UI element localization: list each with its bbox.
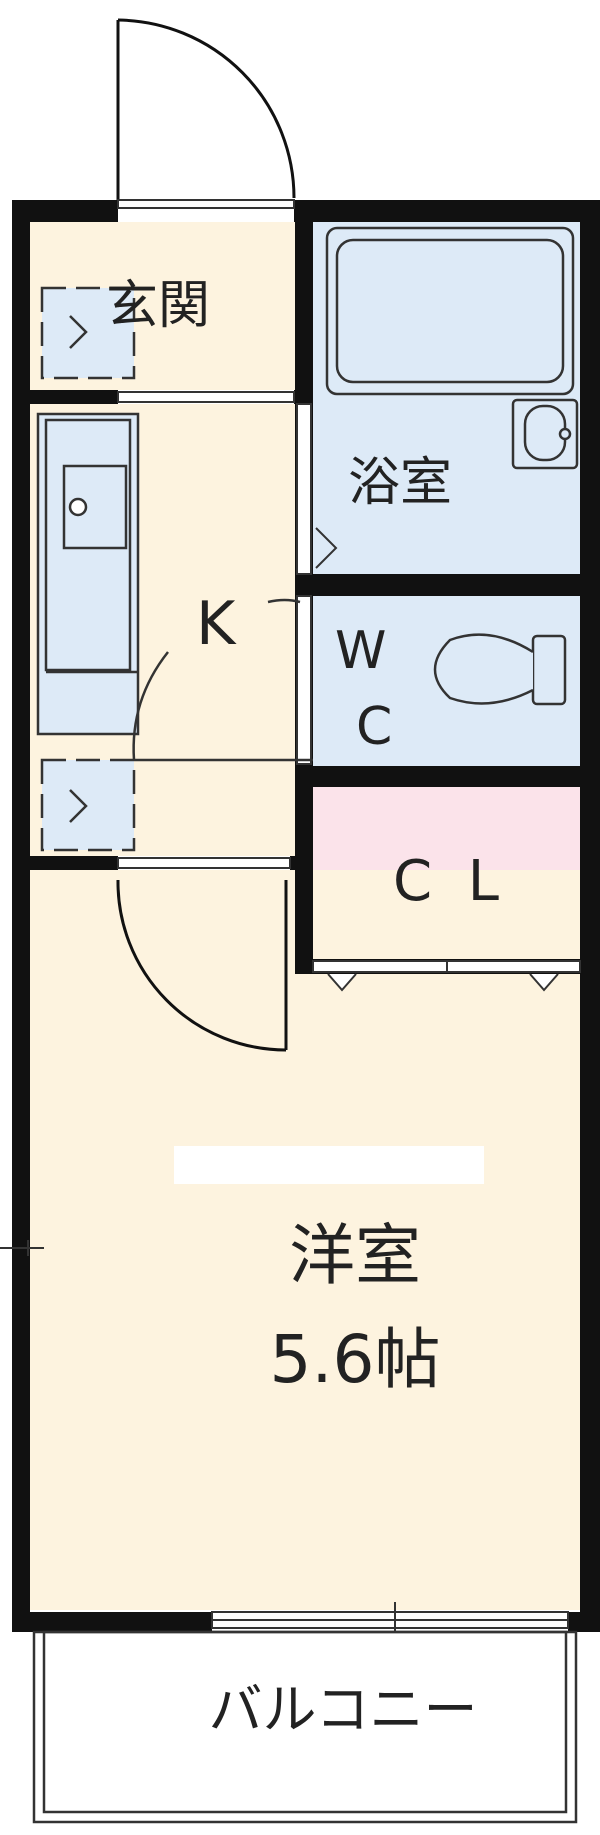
door-openings <box>117 199 581 1629</box>
balcony-label: バルコニー <box>209 1678 478 1741</box>
kitchen-storage <box>40 758 136 852</box>
toilet <box>433 633 567 706</box>
western-room-floor <box>30 870 580 1610</box>
closet-label: C L <box>393 849 499 914</box>
outer-walls <box>12 200 600 1632</box>
dimension-marks <box>0 1240 396 1632</box>
label-background <box>174 1146 484 1184</box>
balcony <box>32 1630 578 1824</box>
wc-label-w: W <box>335 621 386 681</box>
kitchen-door-swing <box>132 598 313 762</box>
closet-door-markers <box>327 973 559 992</box>
genkan-label: 玄関 <box>106 276 210 336</box>
bath-label: 浴室 <box>348 453 452 513</box>
kitchen-counter <box>36 412 140 736</box>
wash-basin <box>511 398 579 470</box>
kitchen-label: K <box>196 589 237 659</box>
entrance-door <box>116 18 296 200</box>
room-door-swing <box>116 879 288 1052</box>
genkan-storage <box>40 286 136 380</box>
bath-door-marker <box>315 527 338 569</box>
bathtub <box>325 226 575 396</box>
wc-label-c: C <box>356 697 392 757</box>
western-room-label: 洋室 <box>289 1217 421 1294</box>
room-size-label: 5.6帖 <box>270 1321 441 1398</box>
